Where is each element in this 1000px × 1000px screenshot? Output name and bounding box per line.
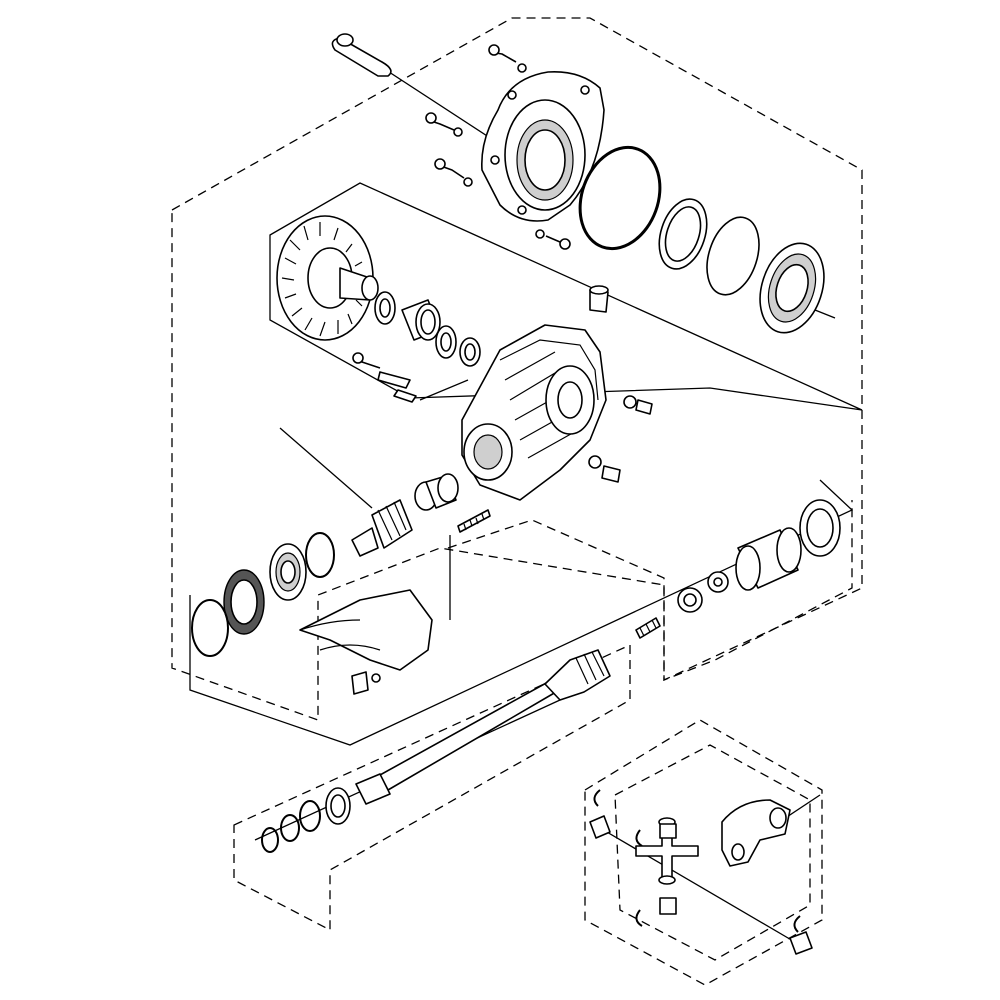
- yoke: [721, 799, 791, 867]
- leader-line-bevel: [419, 379, 469, 401]
- mounting-boot: [299, 589, 433, 671]
- washer-right: [707, 571, 729, 593]
- drive-shaft: [355, 649, 611, 805]
- bolt-small-1: [488, 44, 527, 73]
- seal-ring: [658, 198, 708, 270]
- gear-group-leader-frame: [269, 182, 863, 411]
- circlip-bottom: [635, 909, 643, 927]
- housing-group-leader-frame: [189, 479, 854, 746]
- spacer-ring: [706, 216, 760, 296]
- bolt-small-3: [434, 158, 473, 187]
- washer-gear-1: [374, 291, 396, 325]
- joint-inner-dashed-boundary: [614, 744, 811, 961]
- pinion-sub-dashed-boundary: [447, 500, 853, 681]
- bearing-race-small: [435, 325, 457, 359]
- circlip-left: [635, 829, 643, 847]
- snap-ring-pinion: [305, 532, 335, 578]
- bearing-cap-left: [589, 815, 611, 839]
- drive-pinion-gear: [351, 499, 413, 557]
- shaft-ring-1: [299, 800, 321, 832]
- needle-bearing: [401, 299, 441, 341]
- leader-line-yoke-pin: [599, 827, 801, 946]
- bolt-gear: [352, 352, 381, 369]
- ball-bearing-pinion: [269, 543, 307, 601]
- stud-bolt: [457, 509, 491, 533]
- ring-gear: [276, 215, 379, 341]
- oil-seal-right: [799, 499, 841, 557]
- circlip-right: [793, 915, 801, 933]
- breather-cap: [589, 285, 609, 313]
- ball-bearing-large: [759, 242, 825, 334]
- bolt-small-4: [535, 229, 571, 250]
- circlip-top: [593, 789, 601, 807]
- bolt-small-2: [425, 112, 463, 137]
- pinion-bushing: [414, 473, 459, 511]
- clip-retainer: [377, 371, 411, 389]
- nut-flange-right: [677, 587, 703, 613]
- shaft-ring-3: [261, 827, 279, 853]
- bushing-small: [459, 337, 481, 367]
- shaft-ring-2: [280, 814, 300, 842]
- fill-plug: [588, 455, 621, 483]
- yoke-assembly-dashed-boundary: [584, 719, 823, 986]
- oil-seal-dark: [223, 569, 265, 635]
- sleeve-part: [331, 33, 392, 77]
- snap-ring-outer: [191, 599, 229, 657]
- o-ring-large: [578, 145, 662, 251]
- bearing-cap-bottom: [659, 897, 677, 915]
- nut-boot: [351, 671, 381, 695]
- spring-right: [635, 617, 661, 639]
- pin-key: [393, 389, 417, 403]
- bearing-cover-flange: [481, 71, 605, 222]
- leader-line-pinion: [279, 427, 373, 509]
- drain-plug: [623, 395, 653, 415]
- bushing-sleeve-right: [735, 527, 802, 591]
- gear-housing: [461, 324, 607, 501]
- bearing-cap-right: [789, 931, 813, 955]
- bearing-cap-top: [659, 823, 677, 839]
- shaft-seal: [325, 787, 351, 825]
